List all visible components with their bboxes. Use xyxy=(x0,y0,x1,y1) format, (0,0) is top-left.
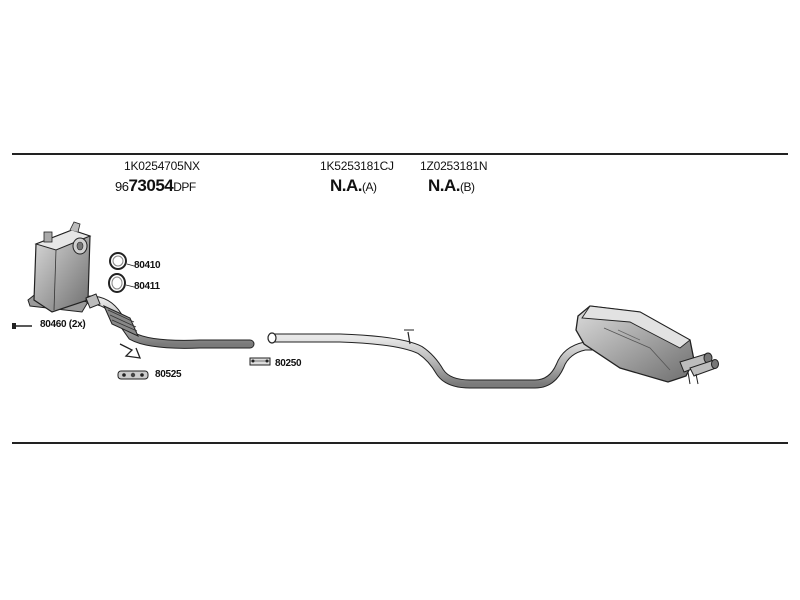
bottom-rule xyxy=(12,442,788,444)
front-pipe xyxy=(85,293,255,359)
flex-bellows xyxy=(103,304,139,338)
rear-muffler xyxy=(575,305,695,383)
callout-bolt: 80460 (2x) xyxy=(40,319,86,330)
catalog-number-dpf: 9673054DPF xyxy=(115,176,196,195)
bolt-icon xyxy=(12,323,32,329)
catalog-number-middle-pipe: N.A.(A) xyxy=(330,176,377,195)
part-number-middle-pipe: 1K5253181CJ xyxy=(320,159,394,173)
ring-upper-icon xyxy=(109,252,127,270)
part-number-dpf: 1K0254705NX xyxy=(124,159,200,173)
tail-pipes xyxy=(679,352,719,385)
callout-clamp: 80250 xyxy=(275,358,302,369)
gasket-icon xyxy=(117,370,149,380)
top-rule xyxy=(12,153,788,155)
middle-pipe xyxy=(267,329,605,389)
dpf-unit xyxy=(27,221,92,313)
callout-ring-upper: 80410 xyxy=(134,260,161,271)
catalog-number-rear-muffler: N.A.(B) xyxy=(428,176,475,195)
callout-gasket: 80525 xyxy=(155,369,182,380)
ring-lower-icon xyxy=(108,273,126,293)
callout-ring-lower: 80411 xyxy=(134,281,160,292)
part-number-rear-muffler: 1Z0253181N xyxy=(420,159,488,173)
clamp-icon xyxy=(249,357,271,366)
